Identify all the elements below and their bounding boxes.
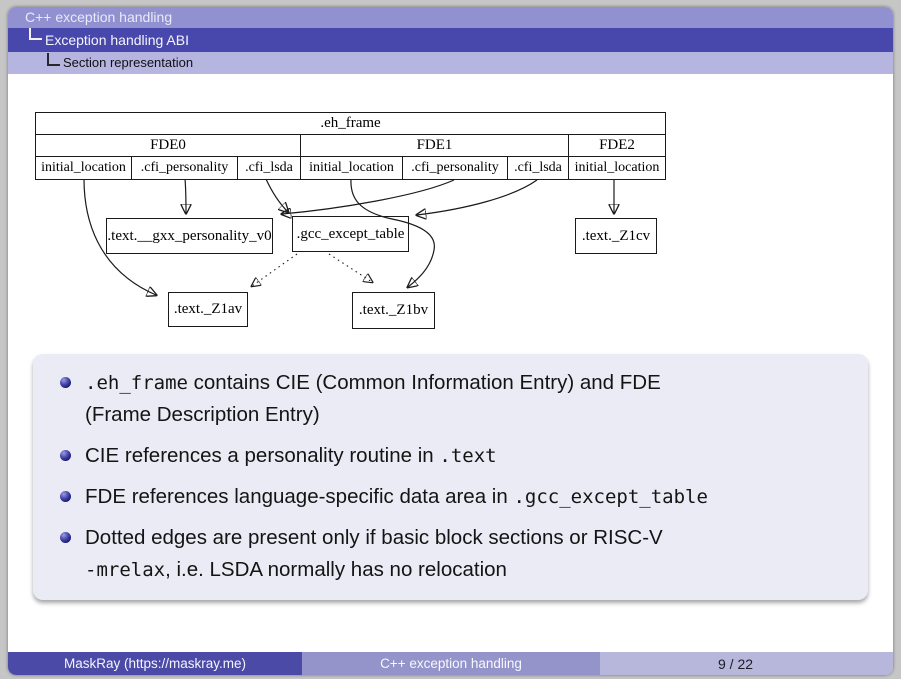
header-level-section: Exception handling ABI [8, 28, 893, 52]
fde1-cfi-lsda-cell: .cfi_lsda [507, 156, 569, 180]
fde1-initial-location-cell: initial_location [300, 156, 403, 180]
eh-frame-title-cell: .eh_frame [34, 112, 667, 135]
content-block: .eh_frame contains CIE (Common Informati… [33, 354, 868, 600]
footer-author[interactable]: MaskRay (https://maskray.me) [8, 652, 302, 675]
node-text-z1bv: .text._Z1bv [352, 292, 435, 329]
slide-footer: MaskRay (https://maskray.me) C++ excepti… [8, 652, 893, 675]
bullet-icon [60, 450, 71, 461]
edge-fde1-lsda-to-gcc [417, 179, 538, 215]
footer-page-number: 9 / 22 [600, 652, 893, 675]
bullet-fde-lsda: FDE references language-specific data ar… [33, 481, 844, 513]
presentation-title: C++ exception handling [25, 9, 173, 25]
edge-fde0-lsda-to-gcc [265, 178, 288, 212]
fde0-cfi-personality-cell: .cfi_personality [131, 156, 238, 180]
eh-frame-table: .eh_frame FDE0 FDE1 FDE2 initial_locatio… [34, 112, 667, 180]
node-text-z1cv: .text._Z1cv [575, 218, 657, 254]
tree-connector-icon [29, 28, 42, 40]
tree-connector-icon [47, 53, 60, 66]
bullet-icon [60, 491, 71, 502]
node-text-z1av: .text._Z1av [168, 292, 248, 327]
fde2-initial-location-cell: initial_location [567, 156, 667, 180]
edge-fde1-pers-to-personality [282, 179, 455, 214]
bullet-dotted-edges: Dotted edges are present only if basic b… [33, 522, 844, 586]
fde2-cell: FDE2 [567, 134, 667, 157]
bullet-icon [60, 377, 71, 388]
fde0-cfi-lsda-cell: .cfi_lsda [237, 156, 301, 180]
fde1-cfi-personality-cell: .cfi_personality [402, 156, 508, 180]
fde0-initial-location-cell: initial_location [35, 156, 132, 180]
node-text-gxx-personality-v0: .text.__gxx_personality_v0 [106, 218, 273, 254]
fde0-cell: FDE0 [35, 134, 301, 157]
subsection-title: Section representation [63, 55, 194, 70]
fde1-cell: FDE1 [300, 134, 569, 157]
header-level-subsection: Section representation [8, 52, 893, 74]
edge-fde0-pers-to-personality [185, 178, 186, 213]
node-gcc-except-table: .gcc_except_table [292, 216, 409, 252]
bullet-eh-frame: .eh_frame contains CIE (Common Informati… [33, 367, 844, 431]
edge-dotted-gcc-to-z1bv [328, 253, 372, 282]
slide-header: C++ exception handling Exception handlin… [8, 7, 893, 74]
section-title: Exception handling ABI [45, 32, 189, 48]
bullet-list: .eh_frame contains CIE (Common Informati… [33, 367, 844, 586]
presentation-slide: C++ exception handling Exception handlin… [8, 7, 893, 675]
footer-short-title: C++ exception handling [302, 652, 600, 675]
edge-dotted-gcc-to-z1av [252, 253, 298, 286]
bullet-cie-personality: CIE references a personality routine in … [33, 440, 844, 472]
header-level-presentation: C++ exception handling [8, 7, 893, 28]
bullet-icon [60, 532, 71, 543]
